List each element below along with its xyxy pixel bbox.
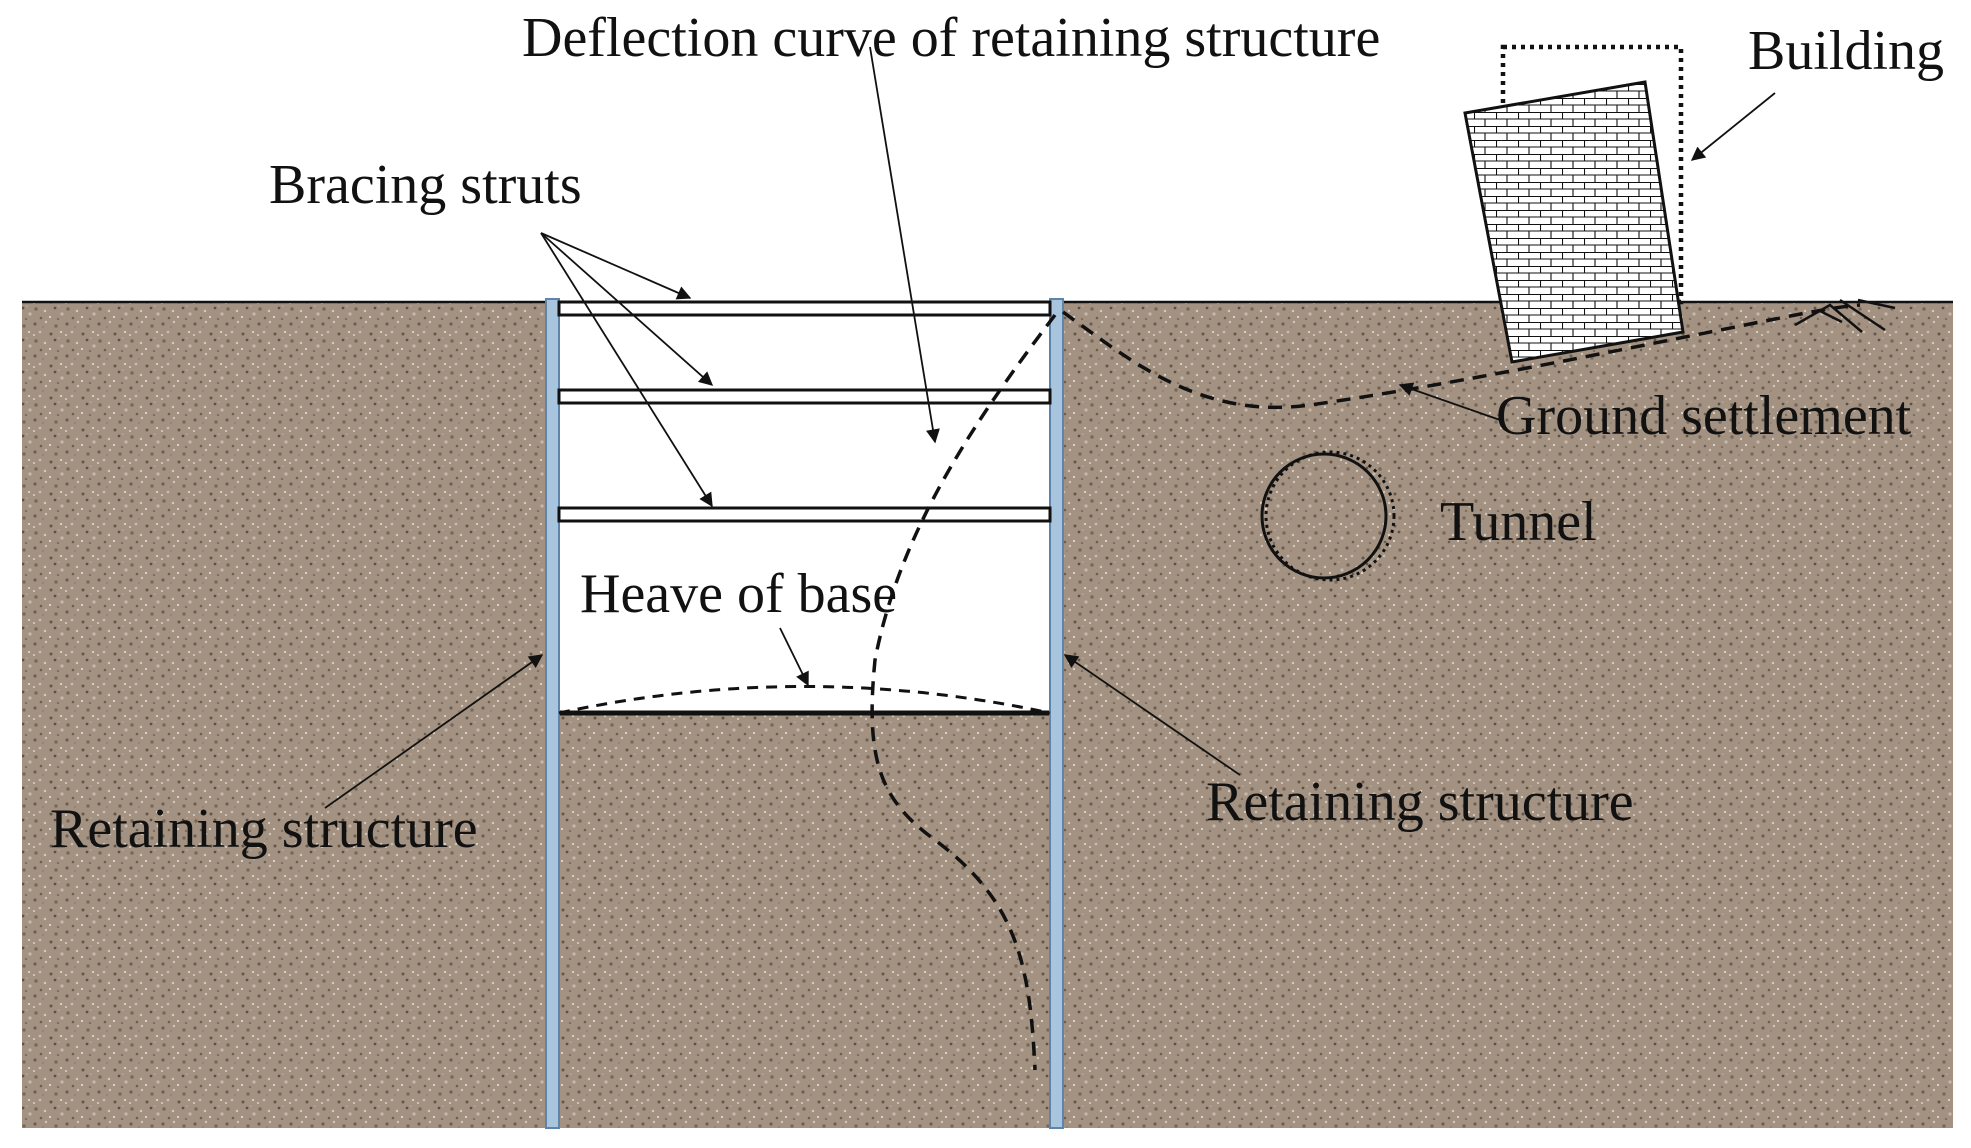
retaining-wall-right xyxy=(1049,298,1064,1129)
ground-settlement-arrow xyxy=(1398,382,1501,421)
deflection-curve xyxy=(870,313,1057,1071)
deflection-arrow xyxy=(869,46,940,444)
building-label: Building xyxy=(1748,20,1944,82)
retaining-structure-right-label: Retaining structure xyxy=(1206,771,1634,833)
bracing-strut-3 xyxy=(557,506,1052,523)
retaining-wall-left xyxy=(545,298,560,1129)
retaining-structure-left-label: Retaining structure xyxy=(50,798,478,860)
building-arrow xyxy=(1690,92,1776,161)
deflection-curve-label: Deflection curve of retaining structure xyxy=(522,7,1380,69)
strut-arrow-1 xyxy=(540,232,692,300)
ground-settlement-label: Ground settlement xyxy=(1496,385,1912,447)
ground-settlement-curve xyxy=(1061,303,1861,410)
bracing-strut-2 xyxy=(557,388,1052,405)
bracing-strut-1 xyxy=(557,300,1052,317)
strut-arrow-3 xyxy=(540,232,713,508)
heave-of-base-label: Heave of base xyxy=(580,563,897,625)
ground-crack-marks xyxy=(1794,298,1896,333)
heave-arrow xyxy=(779,627,809,687)
soil-left xyxy=(22,302,552,1128)
tunnel-icon xyxy=(1260,450,1396,582)
retaining-left-arrow xyxy=(324,654,544,809)
soil-right xyxy=(1055,302,1953,1128)
bracing-struts-label: Bracing struts xyxy=(269,154,582,216)
heave-of-base-curve xyxy=(558,685,1051,715)
retaining-right-arrow xyxy=(1063,654,1241,776)
soil-below-base xyxy=(552,713,1055,1128)
strut-arrow-2 xyxy=(540,232,714,386)
tunnel-label: Tunnel xyxy=(1440,491,1597,553)
building-tilted-icon xyxy=(1463,80,1685,364)
